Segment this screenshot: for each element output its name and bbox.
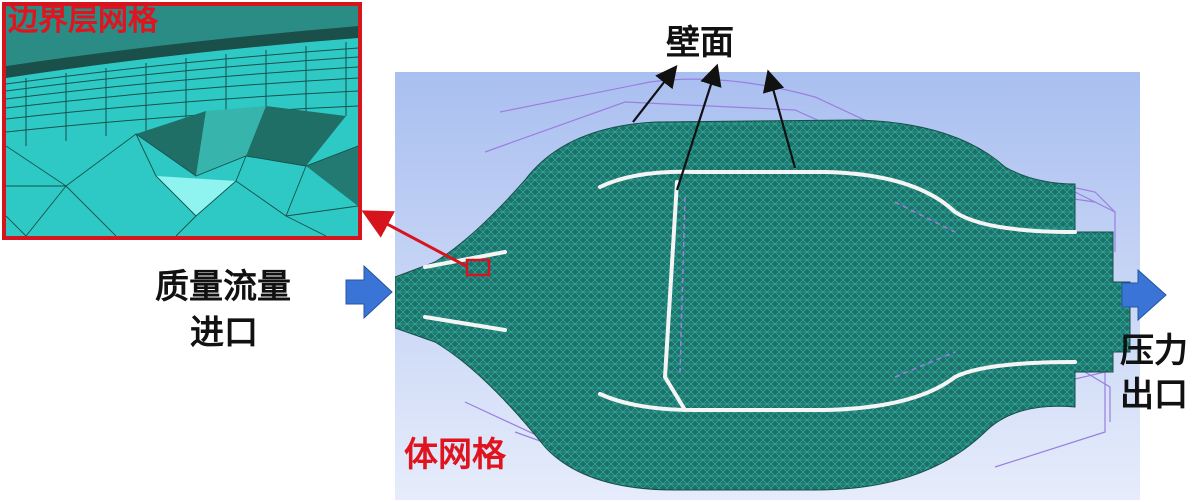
volume-mesh-label: 体网格 (404, 435, 506, 475)
inlet-label-line1: 质量流量 (155, 267, 291, 307)
inlet-arrow-icon (345, 264, 393, 320)
boundary-layer-marker (465, 258, 491, 277)
outlet-label-line1: 压力 (1120, 331, 1188, 371)
boundary-layer-mesh-label: 边界层网格 (8, 3, 158, 38)
wall-label: 壁面 (666, 23, 734, 63)
wall-slits (423, 169, 1077, 412)
boundary-layer-mesh-drawing (6, 6, 358, 236)
inner-dashed-edges (679, 196, 956, 378)
boundary-layer-inset: 边界层网格 (2, 2, 362, 240)
outlet-label-line2: 出口 (1120, 375, 1188, 415)
volume-mesh-body (395, 119, 1131, 491)
volume-mesh-panel (395, 72, 1140, 500)
inlet-label-line2: 进口 (190, 313, 258, 353)
